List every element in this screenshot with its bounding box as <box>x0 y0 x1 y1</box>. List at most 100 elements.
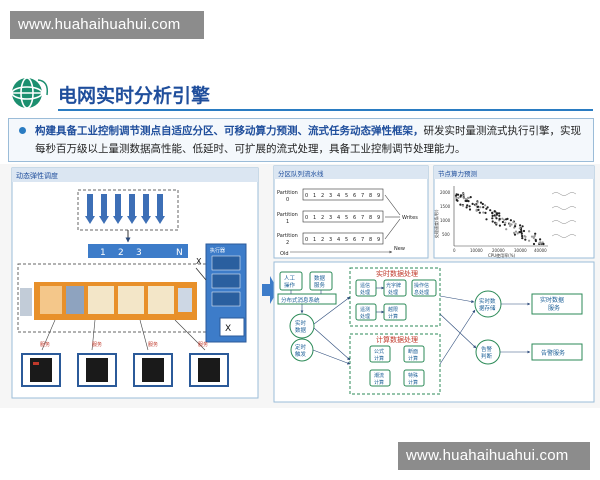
p0-cell-4: 4 <box>337 193 340 199</box>
scatter-point <box>491 217 494 220</box>
state-grid-logo-icon <box>11 77 49 109</box>
input-manual-2: 操作 <box>284 281 296 289</box>
old-label: Old <box>280 251 289 257</box>
p1-cell-3: 3 <box>329 215 332 221</box>
rt-node-3a: 遥测 <box>360 306 370 313</box>
input-data-2: 服务 <box>314 281 326 289</box>
title-row: 电网实时分析引擎 <box>8 75 598 115</box>
realtime-group-title: 实时数据处理 <box>376 269 418 278</box>
scatter-point <box>457 196 460 199</box>
compute-xtick-1: 10000 <box>470 248 483 253</box>
compute-legend-lines <box>551 192 577 238</box>
p1-cell-8: 8 <box>369 215 372 221</box>
scatter-point <box>461 204 465 207</box>
scatter-point <box>484 211 487 214</box>
cp-node-2a: 潮流 <box>374 372 384 379</box>
scatter-point <box>495 222 498 225</box>
scatter-point <box>539 238 542 241</box>
store-1: 实时数 <box>479 297 496 305</box>
summary-box: 构建具备工业控制调节测点自适应分区、可移动算力预测、流式任务动态弹性框架，研发实… <box>8 118 594 162</box>
p0-cell-9: 9 <box>377 193 380 199</box>
partition-1-cells: 0 1 2 3 4 5 6 7 8 9 <box>302 210 384 223</box>
p1-cell-7: 7 <box>361 215 364 221</box>
service-label-2: 服务 <box>92 341 102 348</box>
scatter-point <box>523 235 526 238</box>
summary-highlight: 构建具备工业控制调节测点自适应分区、可移动算力预测、流式任务动态弹性框架， <box>35 125 424 137</box>
scatter-point <box>518 230 521 234</box>
summary-rest: 研发实时量测流式执行引擎，实现每秒百万级以上量测数据高性能、低延时、可扩展的流式… <box>35 125 581 155</box>
compute-xtick-2: 20000 <box>492 248 505 253</box>
rt-node-1a: 光字牌 <box>386 282 401 289</box>
out-realtime-2: 服务 <box>548 304 560 312</box>
p0-cell-0: 0 <box>305 193 308 199</box>
cp-node-3b: 计算 <box>408 379 418 386</box>
scatter-point <box>454 194 458 197</box>
scatter-point <box>466 204 469 207</box>
p0-cell-7: 7 <box>361 193 364 199</box>
partition-0-cells: 0 1 2 3 4 5 6 7 8 9 <box>302 188 384 201</box>
scatter-point <box>508 222 511 225</box>
timer-1: 定时 <box>295 343 307 351</box>
p2-cell-9: 9 <box>377 237 380 243</box>
slot-1: 1 <box>100 248 106 258</box>
scatter-point <box>497 212 501 215</box>
compute-panel: 节点算力预测 2000 1500 1000 500 0 10000 20000 … <box>433 165 595 259</box>
scatter-point <box>467 196 470 200</box>
rt-node-0b: 处理 <box>360 289 370 296</box>
scatter-point <box>514 222 517 225</box>
watermark-top: www.huahaihuahui.com <box>10 11 204 39</box>
cp-node-0b: 计算 <box>374 355 384 362</box>
scatter-point <box>505 218 508 221</box>
scatter-point <box>462 197 465 200</box>
scatter-point <box>513 231 516 234</box>
server-icons <box>21 353 229 387</box>
scatter-point <box>459 194 463 197</box>
scatter-point <box>491 212 494 215</box>
partition-0-label-b: 0 <box>286 197 289 203</box>
scatter-point <box>493 214 496 217</box>
out-realtime-1: 实时数据 <box>540 296 564 304</box>
p0-cell-2: 2 <box>321 193 324 199</box>
slot-3: 3 <box>136 248 142 258</box>
input-manual-1: 人工 <box>284 275 296 282</box>
scatter-point <box>533 235 536 238</box>
scatter-point <box>498 224 501 227</box>
p2-cell-2: 2 <box>321 237 324 243</box>
scatter-point <box>513 233 517 236</box>
scatter-point <box>524 238 527 241</box>
service-label-4: 服务 <box>198 341 208 348</box>
scatter-point <box>495 213 498 216</box>
writes-label: Writes <box>402 215 418 221</box>
rt-node-4a: 越限 <box>388 306 398 313</box>
scatter-point <box>481 202 484 206</box>
p0-cell-8: 8 <box>369 193 372 199</box>
p2-cell-0: 0 <box>305 237 308 243</box>
store-2: 据存储 <box>479 304 496 312</box>
scatter-point <box>532 242 536 246</box>
alarm-check-1: 告警 <box>481 345 493 353</box>
new-label: New <box>394 246 405 252</box>
scatter-point <box>521 234 524 238</box>
scatter-point <box>484 204 487 207</box>
rt-node-2b: 息处理 <box>414 289 429 296</box>
compute-scatter <box>454 192 545 246</box>
scatter-point <box>510 223 513 226</box>
scatter-point <box>455 196 458 199</box>
realtime-data-2: 数据 <box>295 326 307 334</box>
compute-xlabel: CPU使用率(%) <box>488 252 515 258</box>
scatter-point <box>476 201 479 204</box>
scatter-point <box>468 208 472 211</box>
p2-cell-7: 7 <box>361 237 364 243</box>
bullet-icon <box>19 127 26 134</box>
scatter-point <box>498 214 501 217</box>
summary-text: 构建具备工业控制调节测点自适应分区、可移动算力预测、流式任务动态弹性框架，研发实… <box>35 122 590 158</box>
compute-title: 节点算力预测 <box>438 169 478 178</box>
partition-2-cells: 0 1 2 3 4 5 6 7 8 9 <box>302 232 384 245</box>
p1-cell-0: 0 <box>305 215 308 221</box>
scatter-point <box>456 199 459 202</box>
scatter-point <box>475 209 478 212</box>
scatter-point <box>485 218 488 221</box>
scatter-point <box>505 228 508 231</box>
cp-node-1b: 计算 <box>408 355 418 362</box>
p0-cell-3: 3 <box>329 193 332 199</box>
